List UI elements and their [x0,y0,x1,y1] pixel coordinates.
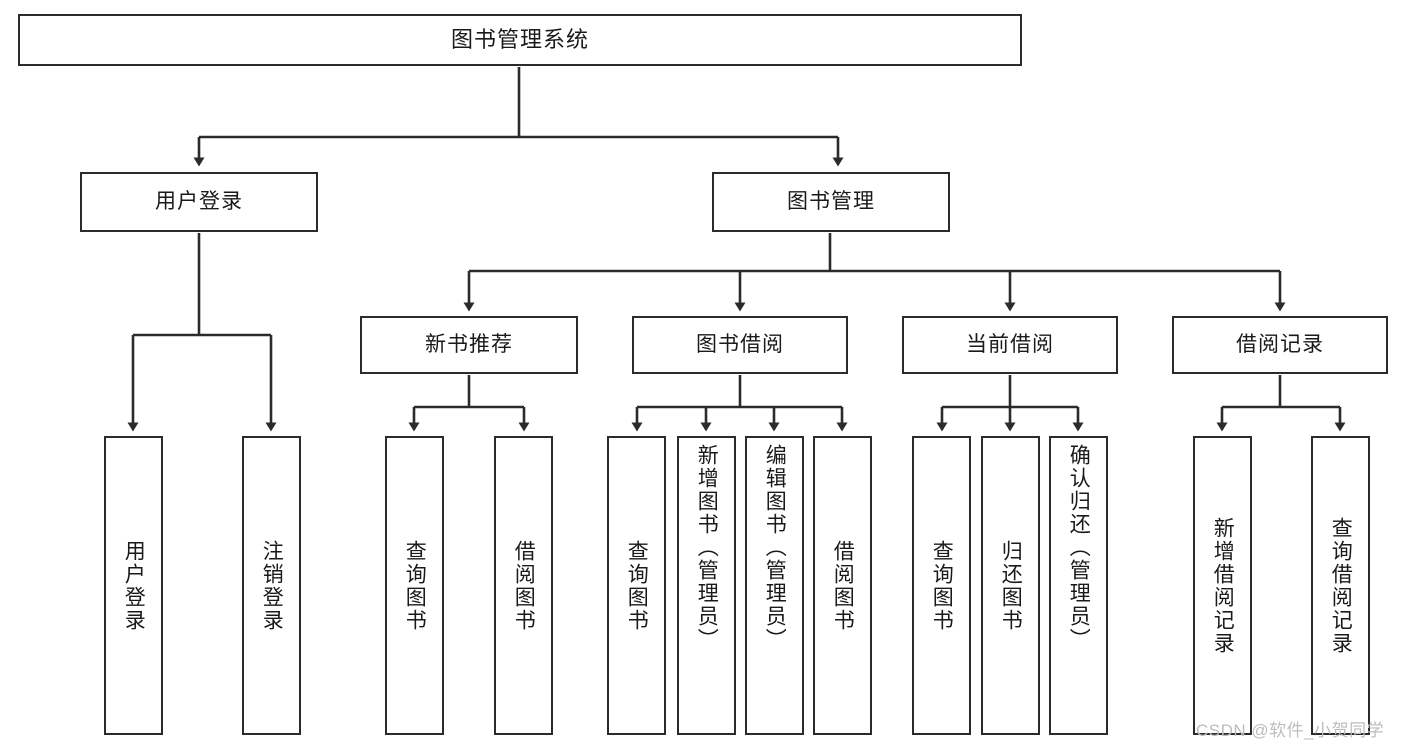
leaf-confirm-return-label: 确认归还（管理员） [1067,444,1091,651]
leaf-borrow-book-2[interactable]: 借阅图书 [813,436,872,735]
node-book-manage[interactable]: 图书管理 [712,172,950,232]
watermark: CSDN @软件_小贺同学 [1196,721,1385,740]
leaf-query-book-3[interactable]: 查询图书 [912,436,971,735]
node-root-label: 图书管理系统 [450,27,589,53]
node-book-manage-label: 图书管理 [787,189,875,213]
leaf-borrow-book-2-label: 借阅图书 [831,539,855,632]
leaf-add-book[interactable]: 新增图书（管理员） [677,436,736,735]
leaf-query-book-2[interactable]: 查询图书 [607,436,666,735]
node-borrow-record[interactable]: 借阅记录 [1172,316,1388,374]
leaf-borrow-book-1-label: 借阅图书 [512,539,536,632]
node-root[interactable]: 图书管理系统 [18,14,1022,66]
leaf-query-book-3-label: 查询图书 [930,539,954,632]
leaf-query-book-1[interactable]: 查询图书 [385,436,444,735]
node-user-login[interactable]: 用户登录 [80,172,318,232]
leaf-user-login[interactable]: 用户登录 [104,436,163,735]
leaf-add-record[interactable]: 新增借阅记录 [1193,436,1252,735]
leaf-add-book-label: 新增图书（管理员） [695,444,719,651]
leaf-query-book-2-label: 查询图书 [625,539,649,632]
leaf-query-record[interactable]: 查询借阅记录 [1311,436,1370,735]
node-user-login-label: 用户登录 [155,189,243,213]
leaf-borrow-book-1[interactable]: 借阅图书 [494,436,553,735]
node-book-borrow[interactable]: 图书借阅 [632,316,848,374]
node-current-borrow-label: 当前借阅 [966,332,1054,356]
leaf-add-record-label: 新增借阅记录 [1211,516,1235,655]
node-new-book-recommend[interactable]: 新书推荐 [360,316,578,374]
leaf-return-book[interactable]: 归还图书 [981,436,1040,735]
node-book-borrow-label: 图书借阅 [696,332,784,356]
leaf-edit-book-label: 编辑图书（管理员） [763,444,787,651]
leaf-user-login-label: 用户登录 [122,539,146,632]
leaf-query-record-label: 查询借阅记录 [1329,516,1353,655]
leaf-confirm-return[interactable]: 确认归还（管理员） [1049,436,1108,735]
leaf-edit-book[interactable]: 编辑图书（管理员） [745,436,804,735]
node-borrow-record-label: 借阅记录 [1236,332,1324,356]
node-current-borrow[interactable]: 当前借阅 [902,316,1118,374]
node-new-book-recommend-label: 新书推荐 [425,332,513,356]
leaf-return-book-label: 归还图书 [999,539,1023,632]
leaf-logout[interactable]: 注销登录 [242,436,301,735]
leaf-logout-label: 注销登录 [260,539,284,632]
leaf-query-book-1-label: 查询图书 [403,539,427,632]
